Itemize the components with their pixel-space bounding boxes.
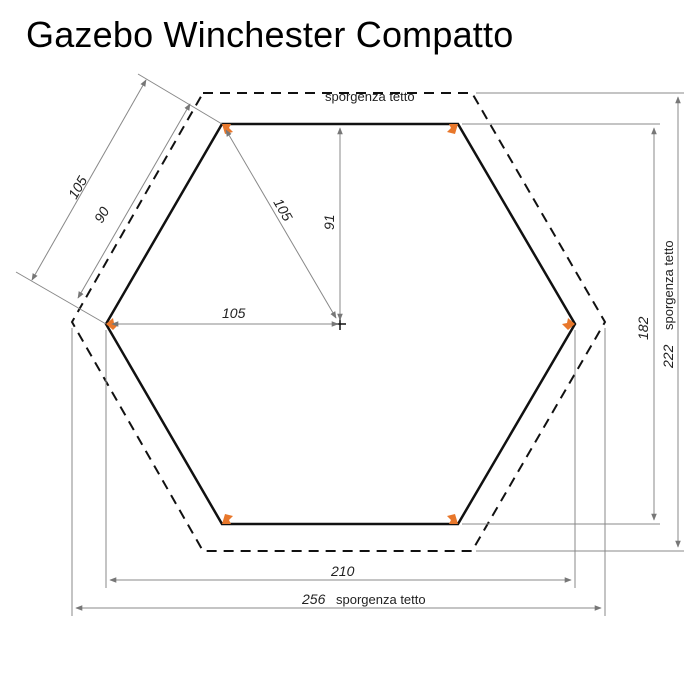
width-dimensions [71,328,606,616]
roof-overhang-label-top: sporgenza tetto [325,89,415,104]
roof-overhang-label-right: sporgenza tetto [661,240,676,330]
dim-height-outer: 222 [660,344,676,369]
page-title: Gazebo Winchester Compatto [26,14,514,55]
height-dimensions [462,92,684,552]
dim-radius-diagonal: 105 [270,196,296,224]
roof-overhang-label-bottom: sporgenza tetto [336,592,426,607]
dim-side-inner: 90 [91,204,113,226]
dim-width-inner: 210 [330,563,355,579]
dim-height-inner: 182 [635,316,651,340]
post-marker [447,124,458,134]
dim-width-outer: 256 [301,591,326,607]
dim-radius-horizontal: 105 [222,305,246,321]
post-marker [222,514,233,524]
post-marker [562,318,575,330]
dim-side-outer: 105 [65,173,91,201]
roof-overhang-outline [70,92,607,552]
dim-apothem: 91 [321,214,337,230]
side-dimensions [15,73,223,325]
post-marker [447,514,458,524]
